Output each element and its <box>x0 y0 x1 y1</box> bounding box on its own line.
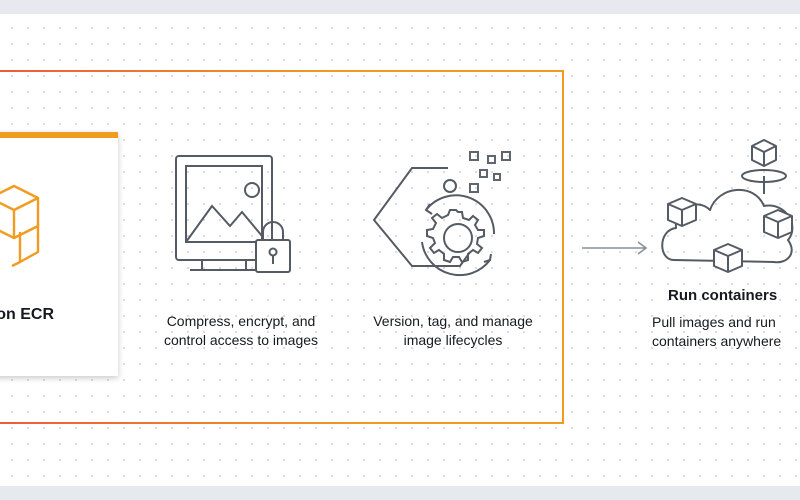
run-containers-title: Run containers <box>668 287 778 304</box>
ecr-service-card: on ECR <box>0 132 118 376</box>
gear-tag-icon <box>372 151 511 277</box>
manage-caption: Version, tag, and manage image lifecycle… <box>373 313 533 348</box>
flow-arrow-icon <box>582 241 648 255</box>
ecr-card-title: on ECR <box>0 306 54 323</box>
cloud-containers-icon <box>661 139 794 273</box>
secure-caption: Compress, encrypt, and control access to… <box>163 313 319 348</box>
ecr-boundary-frame <box>0 70 564 424</box>
secure-image-icon <box>175 155 291 273</box>
ecr-logo-icon <box>0 184 40 268</box>
run-caption: Pull images and run containers anywhere <box>652 314 782 349</box>
